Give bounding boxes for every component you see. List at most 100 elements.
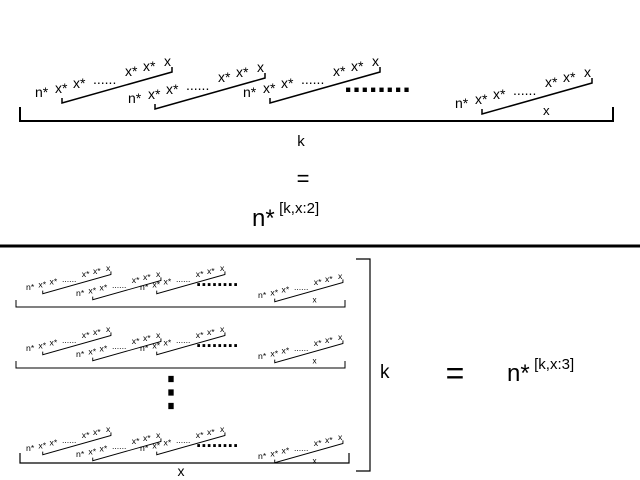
term-x-factor: x* [132, 436, 140, 446]
term-x-factor: x* [351, 58, 364, 74]
term-x-top: x [220, 324, 225, 334]
term-x-factor: x* [325, 435, 333, 445]
term-underline-label: x [543, 103, 550, 118]
bottom-brace [19, 453, 350, 464]
grid-row-brace [15, 361, 346, 369]
term-x-factor: x* [82, 430, 90, 440]
term-dots: ...... [176, 274, 190, 284]
term-x-factor: x* [314, 338, 322, 348]
power-tower-term: n*x*x*......x*x*xx [455, 64, 593, 118]
power-tower-term: n*x*x*......x*x*x [140, 263, 226, 295]
term-x-top: x [156, 430, 161, 440]
term-n-base: n* [35, 84, 49, 100]
term-dots: ...... [301, 71, 324, 87]
term-underline-label: x [313, 356, 318, 365]
top-brace-label-k: k [297, 133, 305, 150]
term-x-factor: x* [236, 64, 249, 80]
term-x-factor: x* [166, 81, 179, 97]
bottom-result-base: n* [507, 360, 530, 387]
power-tower-term: n*x*x*......x*x*x [243, 53, 381, 104]
power-tower-term: n*x*x*......x*x*x [140, 424, 226, 456]
term-x-factor: x* [93, 327, 101, 337]
term-x-factor: x* [55, 80, 68, 96]
term-x-factor: x* [132, 275, 140, 285]
bottom-brace-label-x: x [178, 463, 185, 479]
term-x-factor: x* [270, 288, 278, 298]
term-x-factor: x* [88, 286, 96, 296]
term-x-factor: x* [152, 280, 160, 290]
term-underline-bracket [156, 432, 226, 456]
grid-row: n*x*x*......x*x*xn*x*x*......x*x*xn*x*x*… [15, 263, 346, 308]
term-x-factor: x* [164, 276, 172, 286]
term-n-base: n* [76, 288, 85, 298]
top-result-superscript: [k,x:2] [279, 200, 319, 217]
term-x-factor: x* [38, 341, 46, 351]
term-dots: ...... [176, 335, 190, 345]
term-x-factor: x* [325, 335, 333, 345]
term-x-factor: x* [38, 441, 46, 451]
term-dots: ...... [186, 77, 209, 93]
term-n-base: n* [140, 443, 149, 453]
term-x-factor: x* [143, 333, 151, 343]
term-dots: ...... [513, 82, 536, 98]
power-tower-term: n*x*x*......x*x*x [76, 330, 162, 362]
term-x-top: x [156, 330, 161, 340]
term-dots: ...... [112, 441, 126, 451]
term-underline-label: x [313, 456, 318, 465]
term-x-factor: x* [545, 74, 558, 90]
term-n-base: n* [258, 451, 267, 461]
term-x-factor: x* [282, 345, 290, 355]
term-underline-bracket [156, 332, 226, 356]
term-x-factor: x* [50, 437, 58, 447]
term-x-factor: x* [143, 58, 156, 74]
term-n-base: n* [243, 84, 257, 100]
term-x-factor: x* [132, 336, 140, 346]
term-dots: ...... [112, 341, 126, 351]
power-tower-term: n*x*x*......x*x*x [76, 430, 162, 462]
term-x-factor: x* [38, 280, 46, 290]
top-result: n* [k,x:2] [252, 200, 319, 232]
term-x-factor: x* [152, 441, 160, 451]
term-x-factor: x* [164, 337, 172, 347]
term-x-factor: x* [82, 330, 90, 340]
bottom-equals-sign: = [446, 355, 465, 391]
term-x-factor: x* [270, 349, 278, 359]
term-n-base: n* [128, 90, 142, 106]
grid-row: n*x*x*......x*x*xn*x*x*......x*x*xn*x*x*… [15, 324, 346, 369]
term-underline-bracket [42, 332, 112, 356]
term-x-factor: x* [50, 337, 58, 347]
term-x-factor: x* [93, 427, 101, 437]
term-dots: ...... [62, 435, 76, 445]
power-tower-term: n*x*x*......x*x*x [35, 53, 173, 104]
term-x-factor: x* [100, 443, 108, 453]
term-underline-bracket [42, 271, 112, 295]
term-x-factor: x* [207, 427, 215, 437]
grid-row-ellipsis: ........ [196, 431, 238, 452]
term-underline-bracket [481, 78, 593, 115]
top-term-row: n*x*x*......x*x*xn*x*x*......x*x*xn*x*x*… [35, 53, 593, 118]
term-x-factor: x* [218, 69, 231, 85]
term-dots: ...... [294, 343, 308, 353]
right-brace-label-k: k [380, 362, 390, 383]
term-x-factor: x* [281, 75, 294, 91]
term-x-factor: x* [148, 86, 161, 102]
term-x-factor: x* [50, 276, 58, 286]
term-dots: ...... [62, 274, 76, 284]
term-x-top: x [220, 424, 225, 434]
term-x-top: x [372, 53, 379, 69]
term-underline-bracket [92, 338, 162, 362]
term-x-factor: x* [143, 433, 151, 443]
term-underline-bracket [156, 271, 226, 295]
power-tower-term: n*x*x*......x*x*x [76, 269, 162, 301]
term-x-factor: x* [207, 266, 215, 276]
term-underline-label: x [313, 295, 318, 304]
term-n-base: n* [258, 351, 267, 361]
term-underline-bracket [269, 67, 381, 104]
term-x-factor: x* [100, 282, 108, 292]
term-x-factor: x* [333, 63, 346, 79]
term-underline-bracket [274, 279, 344, 303]
term-n-base: n* [76, 349, 85, 359]
term-x-factor: x* [282, 445, 290, 455]
term-x-factor: x* [325, 274, 333, 284]
term-underline-bracket [92, 438, 162, 462]
